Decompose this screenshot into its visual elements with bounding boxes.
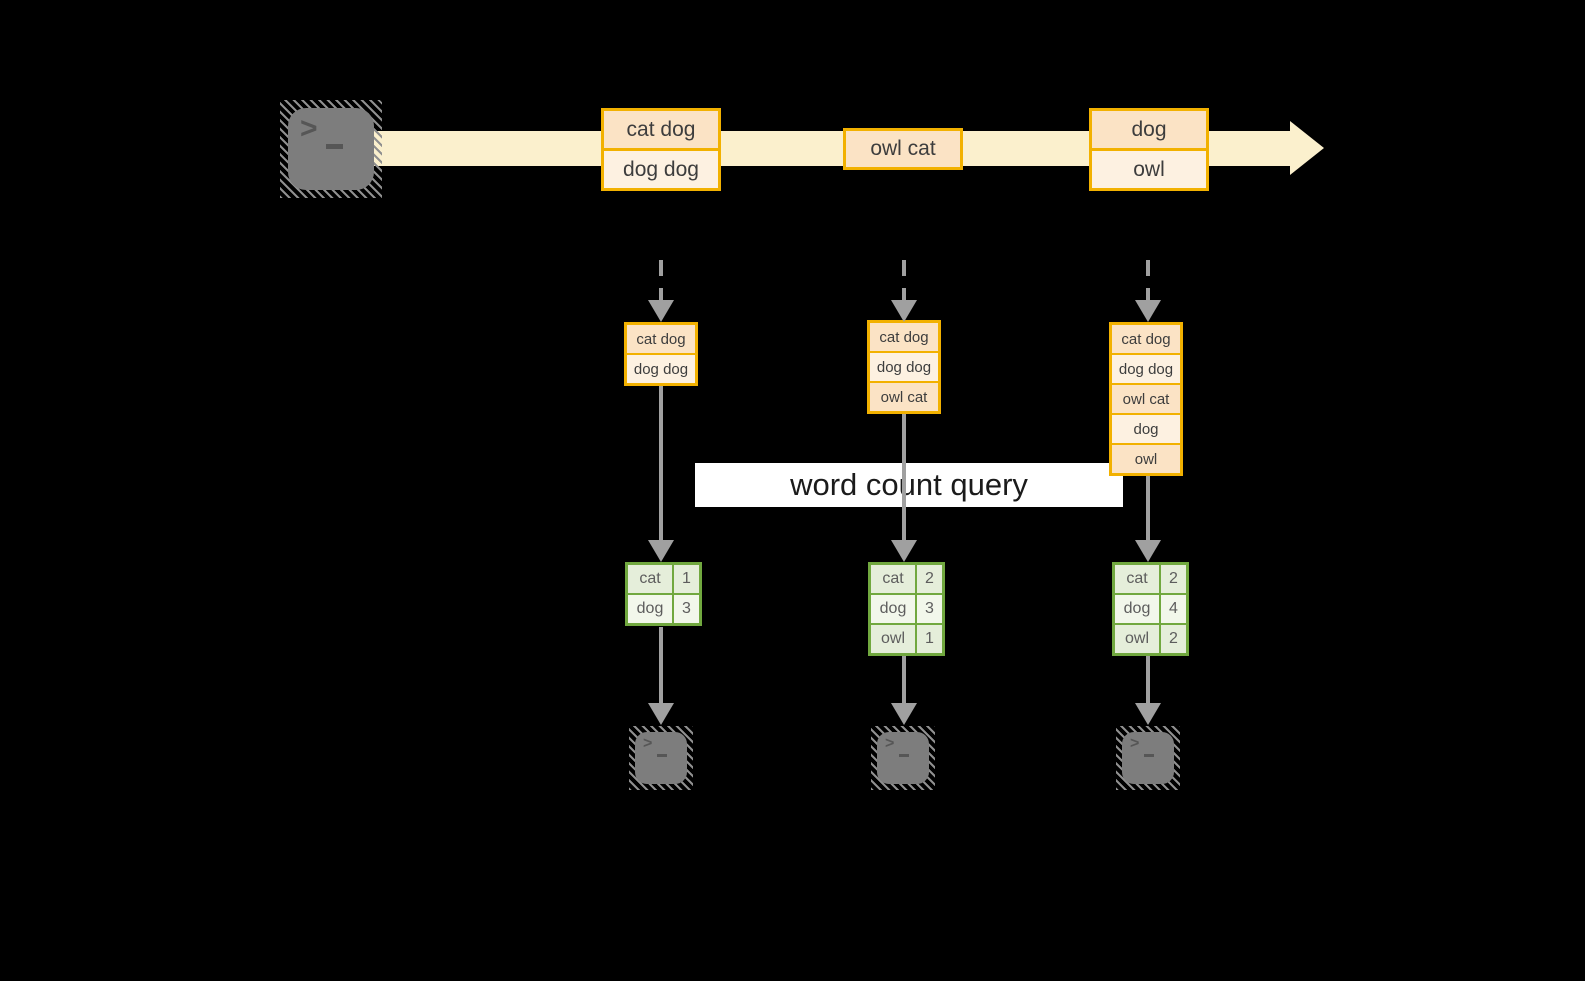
terminal-screen: > [877,732,929,784]
batch-cell: cat dog [870,323,938,351]
query-label: word count query [695,463,1123,507]
batch-cell: dog dog [627,353,695,383]
batch-cell: owl cat [870,381,938,411]
terminal-prompt-icon: > [643,735,653,752]
terminal-prompt-icon: > [1130,735,1140,752]
source-terminal-icon: > [280,100,382,198]
result-row: owl 2 [1115,623,1186,653]
micro-batch-stack-1: cat dog dog dog [624,322,698,386]
result-word-cell: cat [628,565,672,593]
result-count-cell: 2 [1159,625,1186,653]
event-box-3: dog owl [1089,108,1209,191]
dashed-down-arrow [1135,260,1161,322]
result-count-cell: 1 [672,565,699,593]
event-box-2: owl cat [843,128,963,170]
down-arrow [1135,476,1161,562]
batch-cell: dog dog [870,351,938,381]
event-cell: owl [1092,148,1206,188]
result-word-cell: cat [871,565,915,593]
result-row: cat 1 [628,565,699,593]
result-row: dog 4 [1115,593,1186,623]
terminal-screen: > [288,108,374,190]
event-box-1: cat dog dog dog [601,108,721,191]
result-count-cell: 2 [1159,565,1186,593]
result-row: owl 1 [871,623,942,653]
result-table-1: cat 1 dog 3 [625,562,702,626]
down-arrow [1135,656,1161,725]
event-cell: dog dog [604,148,718,188]
result-table-3: cat 2 dog 4 owl 2 [1112,562,1189,656]
event-cell: cat dog [604,111,718,148]
result-count-cell: 4 [1159,595,1186,623]
result-word-cell: dog [1115,595,1159,623]
down-arrow [648,386,674,562]
batch-cell: dog [1112,413,1180,443]
down-arrow [891,656,917,725]
result-count-cell: 1 [915,625,942,653]
result-count-cell: 2 [915,565,942,593]
sink-terminal-icon: > [871,726,935,790]
terminal-prompt-icon: > [885,735,895,752]
result-word-cell: cat [1115,565,1159,593]
result-row: cat 2 [871,565,942,593]
terminal-cursor-icon [657,754,667,757]
stream-band-arrowhead-icon [1290,121,1324,175]
result-table-2: cat 2 dog 3 owl 1 [868,562,945,656]
terminal-cursor-icon [899,754,909,757]
result-row: dog 3 [628,593,699,623]
batch-cell: cat dog [1112,325,1180,353]
result-count-cell: 3 [915,595,942,623]
terminal-cursor-icon [326,144,343,149]
result-row: dog 3 [871,593,942,623]
event-cell: dog [1092,111,1206,148]
sink-terminal-icon: > [1116,726,1180,790]
result-count-cell: 3 [672,595,699,623]
batch-cell: owl cat [1112,383,1180,413]
down-arrow [891,414,917,562]
batch-cell: cat dog [627,325,695,353]
result-word-cell: dog [871,595,915,623]
batch-cell: owl [1112,443,1180,473]
terminal-screen: > [1122,732,1174,784]
dashed-down-arrow [891,260,917,322]
terminal-cursor-icon [1144,754,1154,757]
terminal-prompt-icon: > [300,112,318,145]
terminal-screen: > [635,732,687,784]
result-row: cat 2 [1115,565,1186,593]
sink-terminal-icon: > [629,726,693,790]
micro-batch-stack-2: cat dog dog dog owl cat [867,320,941,414]
result-word-cell: owl [1115,625,1159,653]
down-arrow [648,627,674,725]
result-word-cell: dog [628,595,672,623]
dashed-down-arrow [648,260,674,322]
micro-batch-stack-3: cat dog dog dog owl cat dog owl [1109,322,1183,476]
result-word-cell: owl [871,625,915,653]
event-cell: owl cat [846,131,960,167]
batch-cell: dog dog [1112,353,1180,383]
